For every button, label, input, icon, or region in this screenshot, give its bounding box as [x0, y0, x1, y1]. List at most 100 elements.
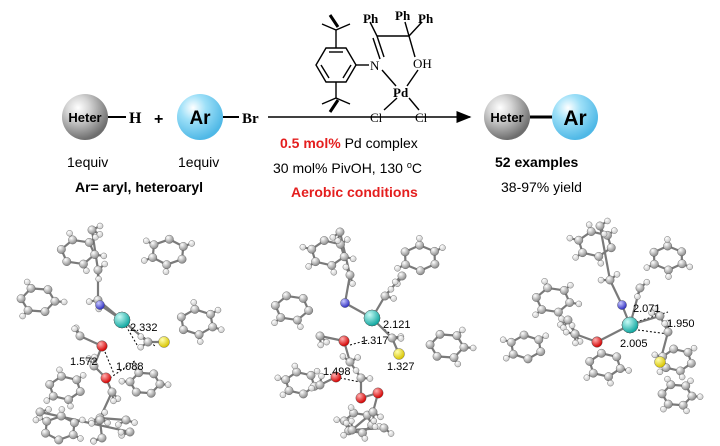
carbon-atom — [95, 415, 105, 425]
carbon-atom — [16, 294, 26, 304]
catalyst-n-atom: N — [370, 58, 380, 73]
carbon-atom — [635, 283, 645, 293]
hydrogen-bond-line — [349, 339, 369, 346]
carbon-atom — [298, 294, 308, 303]
carbon-atom — [23, 305, 33, 315]
carbon-atom — [194, 330, 204, 340]
heter-label: Heter — [68, 110, 101, 125]
palladium-atom — [113, 311, 131, 329]
hydrogen-atom — [291, 362, 299, 370]
carbon-atom — [578, 248, 587, 258]
hydrogen-atom — [696, 393, 704, 400]
hydrogen-atom — [190, 299, 197, 306]
hydrogen-atom — [71, 325, 78, 333]
hydrogen-atom — [197, 338, 204, 345]
hydrogen-atom — [643, 278, 651, 286]
hydrogen-atom — [85, 355, 93, 362]
carbon-atom — [162, 260, 172, 270]
sulfur-atom — [393, 348, 405, 360]
transition-state-2 — [270, 227, 477, 442]
hydrogen-atom — [349, 280, 356, 287]
carbon-atom — [84, 238, 94, 247]
hydrogen-bond-line — [339, 377, 361, 383]
carbon-atom — [536, 347, 546, 357]
sulfur-atom — [158, 336, 170, 348]
carbon-atom — [75, 387, 85, 396]
carbon-atom — [537, 305, 547, 314]
hydrogen-atom — [604, 217, 611, 225]
carbon-atom — [379, 423, 389, 433]
palladium-atom — [621, 316, 639, 334]
equiv-label-1: 1equiv — [67, 154, 108, 170]
carbon-atom — [164, 234, 174, 244]
carbon-atom — [43, 285, 53, 295]
carbon-atom — [190, 304, 200, 314]
hydrogen-atom — [366, 375, 374, 382]
oxygen-atom — [372, 387, 384, 399]
hydrogen-atom — [347, 404, 355, 411]
hydrogen-atom — [132, 363, 139, 371]
hydrogen-atom — [214, 306, 222, 314]
carbon-atom — [54, 435, 64, 445]
hydrogen-atom — [333, 416, 340, 423]
hydrogen-atom — [274, 374, 281, 382]
carbon-atom — [677, 259, 687, 269]
hydrogen-atom — [687, 377, 694, 385]
hydrogen-atom — [611, 227, 618, 234]
carbon-atom — [304, 306, 314, 315]
carbon-atom — [459, 342, 469, 352]
oxygen-atom — [330, 371, 342, 383]
carbon-atom — [134, 368, 144, 378]
hydrogen-atom — [164, 381, 172, 388]
carbon-atom — [554, 307, 563, 317]
hydrogen-atom — [83, 267, 90, 274]
hydrogen-atom — [143, 237, 150, 245]
hydrogen-atom — [313, 367, 321, 375]
hydrogen-atom — [96, 222, 104, 230]
catalyst-ph-2: Ph — [395, 8, 411, 23]
carbon-atom — [655, 311, 665, 321]
ts1-distance-c-h: 1.088 — [116, 361, 144, 373]
carbon-atom — [687, 391, 697, 401]
hydrogen-atom — [390, 295, 397, 302]
carbon-atom — [570, 329, 580, 339]
hydrogen-atom — [567, 281, 574, 289]
carbon-atom — [68, 235, 77, 245]
carbon-atom — [293, 315, 302, 325]
hydrogen-atom — [77, 435, 84, 442]
carbon-atom — [298, 389, 308, 399]
carbon-atom — [307, 244, 317, 254]
additive-text: 30 mol% PivOH, 130 — [273, 160, 407, 176]
carbon-atom — [42, 416, 52, 426]
carbon-atom — [432, 351, 442, 361]
product-heter-label: Heter — [490, 110, 523, 125]
carbon-atom — [415, 240, 424, 250]
carbon-atom — [292, 367, 302, 377]
catalyst-cl-2: Cl — [415, 110, 428, 125]
hydrogen-atom — [100, 252, 108, 260]
hydrogen-atom — [397, 335, 405, 342]
carbon-atom — [148, 253, 158, 262]
carbon-atom — [146, 388, 156, 398]
hydrogen-atom — [45, 406, 52, 413]
carbon-atom — [397, 271, 407, 281]
oxygen-atom — [100, 372, 112, 384]
product-ar-sphere: Ar — [552, 94, 598, 140]
hydrogen-atom — [90, 438, 97, 445]
catalyst-benzene-ring — [315, 47, 357, 83]
br-atom-label: Br — [242, 111, 259, 127]
temp-unit: C — [412, 160, 422, 176]
catalyst-line: 0.5 mol% Pd complex — [280, 135, 418, 151]
hydrogen-atom — [101, 409, 108, 416]
hydrogen-atom — [683, 407, 690, 415]
carbon-atom — [89, 361, 99, 371]
carbon-atom — [41, 428, 50, 438]
ar-label: Ar — [189, 108, 211, 129]
nitrogen-atom — [617, 300, 627, 310]
carbon-atom — [72, 375, 82, 385]
hydrogen-atom — [79, 416, 86, 424]
carbon-atom — [649, 247, 659, 257]
hydrogen-atom — [343, 419, 350, 427]
carbon-atom — [677, 247, 687, 257]
hydrogen-atom — [532, 311, 539, 319]
